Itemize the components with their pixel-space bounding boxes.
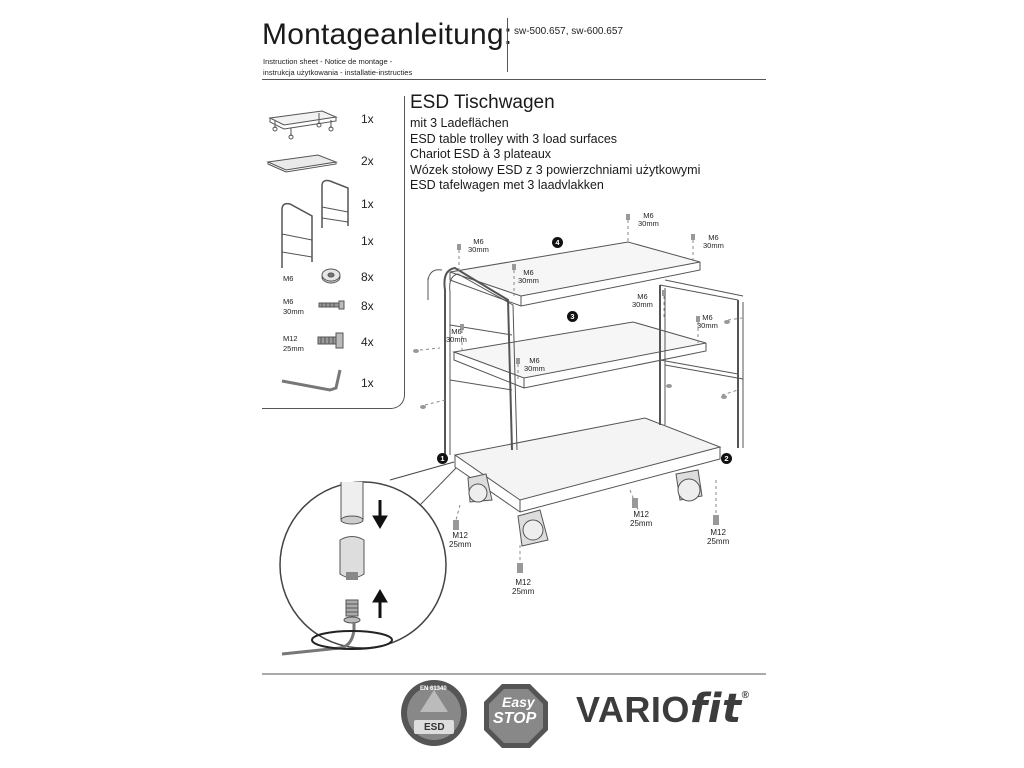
- bolt-icon: [317, 332, 344, 349]
- m6-size-text: M6: [708, 233, 719, 242]
- m6-size-text: M6: [451, 327, 462, 336]
- part-qty-side-frame: 1x: [361, 197, 374, 211]
- esd-logo: [401, 680, 467, 746]
- part-qty-shelf: 2x: [361, 154, 374, 168]
- m6-size-text: M6: [643, 211, 654, 220]
- product-description: ESD Tischwagen mit 3 Ladeflächen ESD tab…: [410, 92, 700, 194]
- allen-key-icon: [281, 369, 342, 392]
- screw-icon: [318, 300, 345, 310]
- esd-logo-ring-text: EN 61340: [420, 686, 447, 692]
- handle-frame-icon: [281, 202, 313, 268]
- trolley-assembly-drawing: [413, 214, 744, 573]
- variofit-logo-part1: VARIO: [576, 689, 690, 730]
- easystop-text-2: STOP: [493, 710, 537, 727]
- m12-size-text: M12: [452, 531, 468, 540]
- side-frame-icon: [321, 179, 349, 228]
- m12-length-text: 25mm: [707, 537, 730, 546]
- product-line-de: mit 3 Ladeflächen: [410, 116, 509, 130]
- callout-1: 1: [437, 453, 448, 464]
- page-title: Montageanleitung:: [262, 18, 513, 51]
- m6-length-text: 30mm: [518, 276, 539, 285]
- callout-2: 2: [721, 453, 732, 464]
- product-line-fr: Chariot ESD à 3 plateaux: [410, 147, 552, 161]
- m6-size-text: M6: [702, 313, 713, 322]
- easystop-text-1: Easy: [502, 694, 535, 710]
- model-numbers: sw-500.657, sw-600.657: [514, 26, 623, 37]
- part-label-bolt-size: M12: [283, 334, 298, 343]
- header-rule: [262, 79, 766, 80]
- caster-wheel: [517, 509, 549, 547]
- caster-wheel: [675, 469, 703, 502]
- easystop-logo: [484, 684, 548, 748]
- detail-magnifier: [279, 461, 457, 656]
- callout-4: 4: [552, 237, 563, 248]
- m12-size-text: M12: [633, 510, 649, 519]
- part-qty-handle-frame: 1x: [361, 234, 374, 248]
- m6-size-text: M6: [523, 268, 534, 277]
- m6-length-text: 30mm: [468, 245, 489, 254]
- m6-length-text: 30mm: [524, 364, 545, 373]
- product-line-pl: Wózek stołowy ESD z 3 powierzchniami uży…: [410, 162, 701, 177]
- esd-logo-text: ESD: [424, 722, 445, 733]
- m6-size-text: M6: [637, 292, 648, 301]
- part-qty-base: 1x: [361, 112, 374, 126]
- subtitle-line-2: instrukcja użytkowania - installatie-ins…: [263, 68, 413, 77]
- product-line-en: ESD table trolley with 3 load surfaces: [410, 131, 618, 146]
- part-label-nut: M6: [283, 274, 294, 283]
- callout-3: 3: [567, 311, 578, 322]
- nut-icon: [321, 268, 341, 284]
- part-label-screw-size: M6: [283, 297, 294, 306]
- variofit-logo-part2: fit: [689, 686, 742, 732]
- part-label-bolt-length: 25mm: [283, 344, 304, 353]
- m12-size-text: M12: [515, 578, 531, 587]
- part-qty-nut: 8x: [361, 270, 374, 284]
- m6-length-text: 30mm: [703, 241, 724, 250]
- caster-wheel: [467, 473, 493, 503]
- trolley-base-icon: [268, 110, 338, 140]
- parts-list-panel: [262, 96, 405, 409]
- product-line-nl: ESD tafelwagen met 3 laadvlakken: [410, 178, 604, 192]
- m12-length-text: 25mm: [449, 540, 472, 549]
- m6-length-text: 30mm: [638, 219, 659, 228]
- m6-length-text: 30mm: [446, 335, 467, 344]
- part-qty-screw: 8x: [361, 299, 374, 313]
- m12-size-text: M12: [710, 528, 726, 537]
- part-qty-allen-key: 1x: [361, 376, 374, 390]
- m6-length-text: 30mm: [697, 321, 718, 330]
- variofit-logo: VARIOfit®: [576, 686, 749, 732]
- m12-length-text: 25mm: [512, 587, 535, 596]
- part-label-screw-length: 30mm: [283, 307, 304, 316]
- part-qty-bolt: 4x: [361, 335, 374, 349]
- header-divider: [507, 18, 508, 72]
- variofit-logo-reg: ®: [741, 690, 750, 701]
- shelf-panel-icon: [266, 154, 338, 173]
- m12-length-text: 25mm: [630, 519, 653, 528]
- m6-size-text: M6: [473, 237, 484, 246]
- product-title: ESD Tischwagen: [410, 92, 555, 113]
- m6-length-text: 30mm: [632, 300, 653, 309]
- subtitle-line-1: Instruction sheet - Notice de montage -: [263, 57, 393, 66]
- m6-size-text: M6: [529, 356, 540, 365]
